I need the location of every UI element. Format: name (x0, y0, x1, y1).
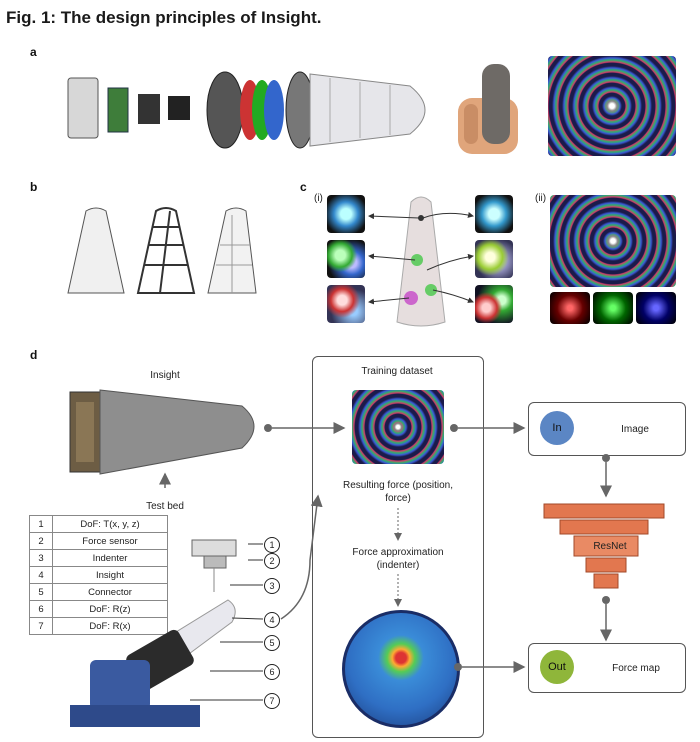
input-node: In (540, 411, 574, 445)
panel-c-sub-ii: (ii) (535, 193, 547, 204)
callout-6: 6 (264, 664, 280, 680)
callout-1: 1 (264, 537, 280, 553)
tactile-image-panel-c (550, 195, 676, 287)
hand-holding-sensor-photo (458, 64, 518, 154)
resnet-icon (543, 503, 665, 589)
callout-5: 5 (264, 635, 280, 651)
panel-b-letter: b (30, 180, 38, 194)
panel-d-letter: d (30, 348, 38, 362)
insight-label: Insight (150, 370, 180, 381)
force-approximation-label: Force approximation (indenter) (352, 547, 444, 571)
legend-text: DoF: R(x) (52, 617, 168, 635)
figure-title: Fig. 1: The design principles of Insight… (6, 8, 322, 27)
training-dataset-title: Training dataset (361, 366, 433, 377)
red-channel-image (550, 292, 590, 324)
test-bed-robot-illustration (70, 539, 237, 727)
force-map-label: Force map (612, 663, 660, 674)
test-bed-label: Test bed (146, 501, 184, 512)
contact-image-4 (475, 195, 513, 233)
training-tactile-image (352, 390, 444, 464)
contact-image-6 (475, 285, 513, 323)
contact-image-3 (327, 285, 365, 323)
panel-a-letter: a (30, 45, 37, 59)
green-channel-image (593, 292, 633, 324)
panel-c-sub-i: (i) (314, 193, 323, 204)
force-map-simulation (342, 610, 460, 728)
illuminated-shell-with-arrows (368, 196, 474, 327)
output-node: Out (540, 650, 574, 684)
blue-channel-image (636, 292, 676, 324)
contact-image-2 (327, 240, 365, 278)
callout-3: 3 (264, 578, 280, 594)
shell-structure-illustrations (67, 207, 257, 294)
exploded-sensor-illustration (67, 71, 426, 149)
callout-2: 2 (264, 553, 280, 569)
contact-image-1 (327, 195, 365, 233)
insight-sensor-photo (69, 389, 255, 475)
tactile-image-panel-a (548, 56, 676, 156)
legend-number: 7 (29, 617, 53, 635)
callout-7: 7 (264, 693, 280, 709)
callout-4: 4 (264, 612, 280, 628)
image-label: Image (621, 424, 649, 435)
resulting-force-label: Resulting force (position, force) (342, 480, 454, 504)
contact-image-5 (475, 240, 513, 278)
panel-c-letter: c (300, 180, 307, 194)
resnet-label: ResNet (593, 541, 627, 552)
